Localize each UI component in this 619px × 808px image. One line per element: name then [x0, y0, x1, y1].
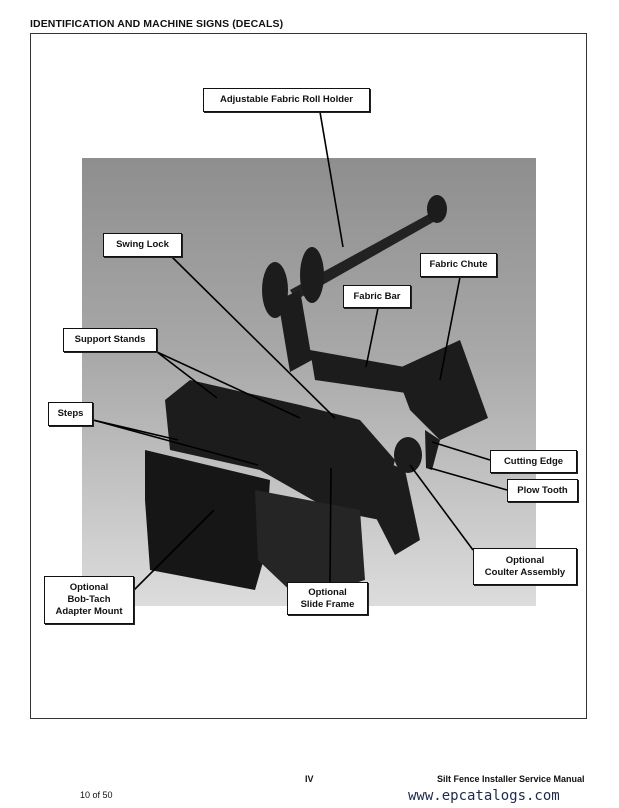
callout-slide-frame: Optional Slide Frame — [287, 582, 368, 615]
callout-fabric-chute: Fabric Chute — [420, 253, 497, 277]
figure-frame — [30, 33, 587, 719]
watermark: www.epcatalogs.com — [408, 788, 560, 804]
page-title: IDENTIFICATION AND MACHINE SIGNS (DECALS… — [30, 18, 284, 30]
callout-line: Optional — [308, 586, 347, 598]
callout-line: Optional — [69, 582, 109, 593]
machine-body — [145, 195, 488, 600]
manual-title: Silt Fence Installer Service Manual — [437, 774, 585, 784]
callout-coulter-assembly: Optional Coulter Assembly — [473, 548, 577, 585]
callout-plow-tooth: Plow Tooth — [507, 479, 578, 502]
callout-line: Optional — [505, 554, 545, 566]
callout-roll-holder: Adjustable Fabric Roll Holder — [203, 88, 370, 112]
callout-line: Adapter Mount — [55, 606, 123, 617]
callout-bobtach-mount: Optional Bob-Tach Adapter Mount — [44, 576, 134, 624]
callout-steps: Steps — [48, 402, 93, 426]
callout-line: Bob-Tach — [67, 594, 111, 605]
callout-line: Slide Frame — [300, 598, 355, 610]
page-count: 10 of 50 — [80, 790, 113, 800]
callout-cutting-edge: Cutting Edge — [490, 450, 577, 473]
callout-swing-lock: Swing Lock — [103, 233, 182, 257]
callout-line: Coulter Assembly — [484, 566, 566, 578]
callout-fabric-bar: Fabric Bar — [343, 285, 411, 308]
leader-lines — [92, 111, 508, 591]
section-number: IV — [305, 774, 314, 784]
callout-support-stands: Support Stands — [63, 328, 157, 352]
